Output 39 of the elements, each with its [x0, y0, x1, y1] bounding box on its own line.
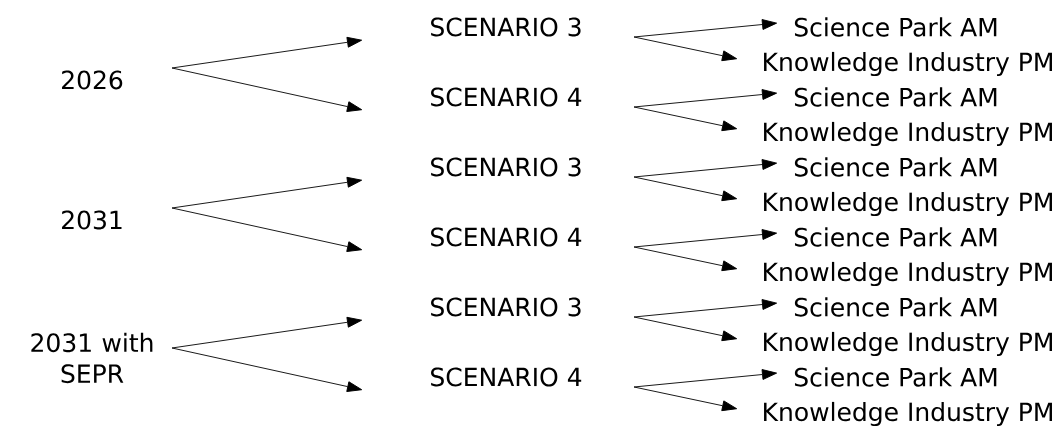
time-period-label: Knowledge Industry PM: [764, 331, 1052, 357]
arrow: [633, 246, 738, 272]
arrow: [171, 36, 363, 69]
scenario-label: SCENARIO 4: [431, 227, 582, 247]
arrow: [633, 369, 778, 388]
arrow: [171, 207, 363, 252]
time-period-label: Science Park AM: [794, 157, 997, 177]
year-label: 2031: [62, 210, 122, 230]
scenario-label: SCENARIO 4: [431, 367, 582, 387]
time-period-label: Knowledge Industry PM: [764, 121, 1052, 147]
scenario-label: SCENARIO 3: [431, 17, 581, 37]
arrow: [171, 67, 363, 112]
arrow: [633, 386, 738, 412]
time-period-label: Knowledge Industry PM: [764, 401, 1052, 427]
arrow: [633, 316, 738, 342]
arrow: [633, 19, 778, 38]
scenario-label: SCENARIO 3: [431, 297, 581, 317]
arrow: [633, 176, 738, 202]
arrow: [633, 159, 778, 178]
time-period-label: Knowledge Industry PM: [764, 261, 1052, 287]
arrow: [171, 176, 363, 209]
time-period-label: Knowledge Industry PM: [764, 51, 1052, 77]
arrow: [171, 316, 363, 349]
time-period-label: Science Park AM: [794, 367, 997, 387]
time-period-label: Science Park AM: [794, 17, 997, 37]
arrow: [633, 229, 778, 248]
time-period-label: Science Park AM: [794, 227, 997, 247]
arrow: [633, 106, 738, 132]
time-period-label: Science Park AM: [794, 297, 997, 317]
year-label: 2026: [62, 70, 123, 90]
arrow: [171, 347, 363, 392]
time-period-label: Science Park AM: [794, 87, 997, 107]
arrow: [633, 36, 738, 62]
time-period-label: Knowledge Industry PM: [764, 191, 1052, 217]
arrow: [633, 89, 778, 108]
scenario-label: SCENARIO 4: [431, 87, 582, 107]
scenario-label: SCENARIO 3: [431, 157, 581, 177]
arrow: [633, 299, 778, 318]
year-label: 2031 with SEPR: [31, 332, 153, 384]
